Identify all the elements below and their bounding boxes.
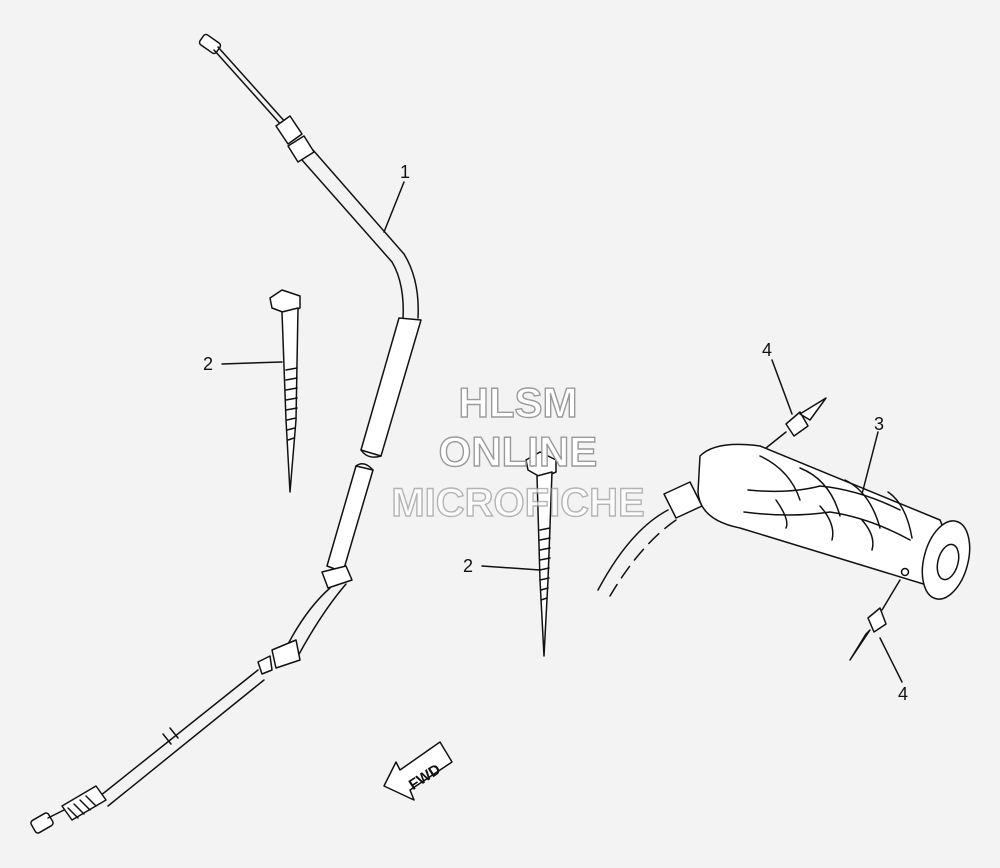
leader-lines [221,181,903,683]
handlebar-grip [597,443,971,600]
throttle-cable [30,33,422,834]
rivet-bottom [849,579,901,661]
callout-rivet-bottom: 4 [898,684,908,704]
callout-cable: 1 [400,162,410,182]
watermark-line-1: HLSM [459,379,578,426]
callout-rivet-top: 4 [762,340,772,360]
watermark-line-3: MICROFICHE [391,481,644,525]
callout-tie-center: 2 [463,556,473,576]
watermark-line-2: ONLINE [439,428,598,475]
forward-arrow-icon: FWD [383,741,453,801]
cable-tie-center [525,451,557,657]
rivet-top [765,397,827,449]
cable-tie-left [269,289,301,493]
watermark: HLSM ONLINE MICROFICHE [391,378,646,525]
callout-grip: 3 [874,414,884,434]
callout-tie-left: 2 [203,354,213,374]
